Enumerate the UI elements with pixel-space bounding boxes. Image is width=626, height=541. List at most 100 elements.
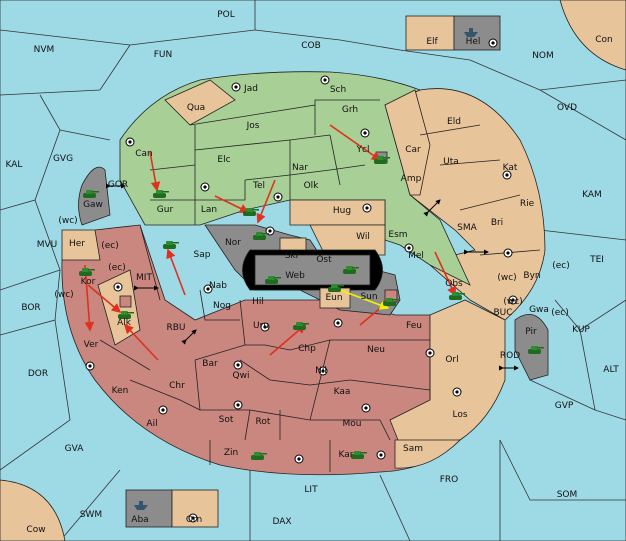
- land-label-hel: Hel: [466, 37, 481, 47]
- land-label-web: Web: [285, 271, 305, 281]
- land-label-car: Car: [405, 145, 421, 155]
- land-label-rot: Rot: [256, 417, 271, 427]
- region-qua[interactable]: [164, 79, 236, 126]
- sea-label-gva: GVA: [65, 444, 85, 454]
- land-label-gaw: Gaw: [83, 200, 103, 210]
- land-label-mel: Mel: [408, 251, 424, 261]
- supply-centers: [85, 38, 518, 523]
- land-borders: [99, 99, 541, 472]
- sea-label-swm: SWM: [80, 510, 102, 520]
- coast-label-wc2: (wc): [54, 290, 73, 300]
- coast-label-ec3: (ec): [552, 261, 570, 271]
- sea-label-bor: BOR: [21, 303, 40, 313]
- coast-label-ec1: (ec): [101, 241, 119, 251]
- land-label-olk: Olk: [304, 181, 320, 191]
- land-label-sam: Sam: [403, 444, 423, 454]
- sea-label-gor: GOR: [108, 180, 128, 190]
- sea-label-dax: DAX: [272, 517, 291, 527]
- land-label-cow: Cow: [26, 525, 45, 535]
- land-label-qua: Qua: [187, 103, 205, 113]
- sea-label-fro: FRO: [440, 475, 459, 485]
- sea-label-kup: KUP: [572, 325, 590, 335]
- land-label-los: Los: [452, 410, 467, 420]
- land-label-her: Her: [69, 239, 85, 249]
- fleet-unit: [134, 505, 148, 510]
- sea-label-som: SOM: [557, 490, 578, 500]
- land-label-byn: Byn: [523, 271, 540, 281]
- land-label-gwa: Gwa: [529, 305, 549, 315]
- land-label-aba: Aba: [131, 515, 148, 525]
- sea-label-nom: NOM: [532, 51, 554, 61]
- sea-label-mvu: MVU: [37, 240, 58, 250]
- order-arrows: [84, 124, 456, 361]
- land-label-kar: Kar: [339, 450, 354, 460]
- land-label-eld: Eld: [447, 117, 461, 127]
- land-label-zin: Zin: [224, 448, 238, 458]
- sea-label-rod: ROD: [500, 351, 520, 361]
- land-label-esm: Esm: [388, 230, 407, 240]
- sea-label-nvm: NVM: [34, 45, 55, 55]
- land-label-elf: Elf: [426, 37, 438, 47]
- land-label-nor: Nor: [225, 238, 241, 248]
- land-label-jad: Jad: [243, 84, 258, 94]
- land-label-ver: Ver: [84, 340, 99, 350]
- land-label-sch: Sch: [330, 85, 346, 95]
- fleet-units: [134, 28, 478, 510]
- sea-label-alt: ALT: [603, 365, 619, 375]
- land-label-sap: Sap: [194, 250, 211, 260]
- sea-label-sma: SMA: [457, 223, 477, 233]
- land-label-ken: Ken: [112, 386, 129, 396]
- land-label-rie: Rie: [520, 199, 535, 209]
- land-label-wil: Wil: [356, 232, 370, 242]
- land-label-sun: Sun: [360, 292, 377, 302]
- region-car[interactable]: [384, 89, 431, 196]
- sea-label-rbu: RBU: [166, 323, 185, 333]
- adjacency-arrows: [106, 183, 519, 371]
- land-label-chr: Chr: [169, 381, 185, 391]
- region-web-ost[interactable]: [254, 254, 371, 286]
- region-her[interactable]: [61, 229, 101, 261]
- land-label-bri: Bri: [491, 218, 503, 228]
- land-label-skr: Skr: [285, 251, 300, 261]
- land-label-elc: Elc: [217, 155, 230, 165]
- sea-label-kam: KAM: [582, 190, 602, 200]
- land-label-can: Can: [135, 149, 153, 159]
- land-label-sot: Sot: [219, 415, 234, 425]
- region-north[interactable]: [119, 71, 471, 286]
- land-label-chp: Chp: [298, 344, 316, 354]
- region-wil[interactable]: [309, 224, 386, 256]
- land-label-bar: Bar: [202, 359, 218, 369]
- land-label-orl: Orl: [445, 355, 458, 365]
- land-label-kor: Kor: [81, 277, 96, 287]
- land-label-orn: Orn: [186, 515, 202, 525]
- sea-label-tei: TEI: [589, 255, 604, 265]
- land-label-hil: Hil: [252, 297, 264, 307]
- coast-label-ec4: (ec): [551, 308, 569, 318]
- land-label-feu: Feu: [406, 321, 422, 331]
- region-alk-marker: [119, 295, 132, 308]
- land-label-gur: Gur: [157, 205, 174, 215]
- coast-label-ec2: (ec): [108, 263, 126, 273]
- sea-label-gvg: GVG: [53, 154, 73, 164]
- land-label-nog: Nog: [213, 301, 231, 311]
- region-sam[interactable]: [394, 439, 461, 469]
- land-label-lan: Lan: [201, 205, 217, 215]
- land-label-uru: Uru: [253, 321, 269, 331]
- land-label-hug: Hug: [333, 206, 351, 216]
- land-label-eun: Eun: [325, 293, 342, 303]
- fleet-unit: [464, 32, 478, 37]
- land-label-con: Con: [595, 35, 613, 45]
- land-label-nil: Nil: [315, 366, 327, 376]
- land-label-nab: Nab: [209, 281, 227, 291]
- coast-labels: (wc)(ec)(ec)(wc)(wc)(ec)(wc)(ec): [54, 216, 569, 318]
- sea-label-lit: LIT: [304, 485, 318, 495]
- land-label-jos: Jos: [246, 121, 260, 131]
- sea-label-mit: MIT: [136, 273, 152, 283]
- coast-label-wc4: (wc): [503, 297, 522, 307]
- land-label-qwi: Qwi: [233, 371, 250, 381]
- land-label-grh: Grh: [342, 105, 358, 115]
- land-label-mou: Mou: [343, 419, 362, 429]
